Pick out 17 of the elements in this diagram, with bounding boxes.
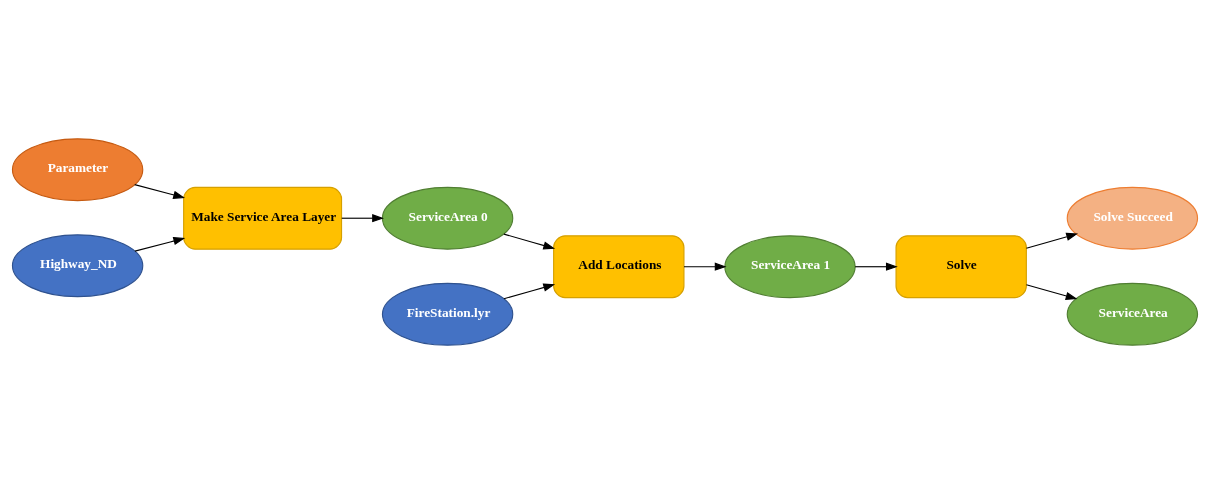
arrow bbox=[854, 262, 898, 271]
node-ellipse: FireStation.lyr bbox=[381, 282, 514, 346]
arrow bbox=[503, 283, 556, 300]
arrow bbox=[1025, 232, 1078, 249]
node-ellipse: Parameter bbox=[11, 138, 144, 202]
arrow bbox=[683, 262, 727, 271]
node-box: Add Locations bbox=[553, 235, 685, 299]
node-ellipse: Highway_ND bbox=[11, 234, 144, 298]
arrow bbox=[134, 184, 185, 199]
node-box: Make Service Area Layer bbox=[183, 186, 343, 250]
node-ellipse: ServiceArea 1 bbox=[724, 235, 856, 299]
node-ellipse: ServiceArea 0 bbox=[381, 186, 514, 250]
node-box: Solve bbox=[895, 235, 1027, 299]
arrow bbox=[1025, 284, 1078, 300]
arrow bbox=[134, 237, 186, 252]
arrow bbox=[341, 214, 384, 223]
arrow bbox=[503, 233, 556, 250]
